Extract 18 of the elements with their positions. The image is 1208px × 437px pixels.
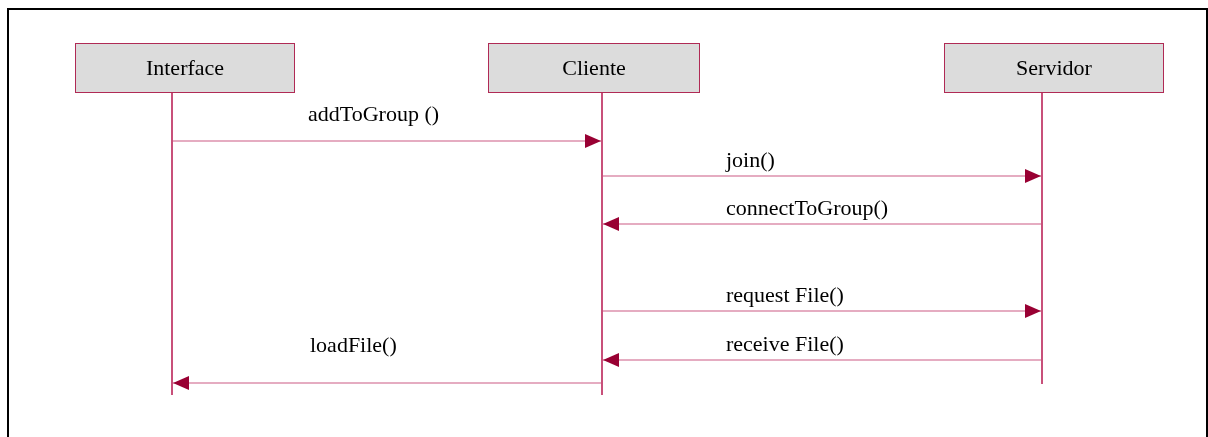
- lifeline: [601, 92, 603, 395]
- message-label: join(): [726, 148, 775, 172]
- message-label: loadFile(): [310, 333, 397, 357]
- message-label: addToGroup (): [308, 102, 440, 126]
- message-label: request File(): [726, 283, 844, 307]
- message-arrow: [602, 169, 1042, 183]
- message-label: receive File(): [726, 332, 844, 356]
- participant-box: Servidor: [944, 43, 1164, 93]
- lifeline: [171, 92, 173, 395]
- message-arrow: [602, 217, 1042, 231]
- lifeline: [1041, 92, 1043, 384]
- message-arrow: [172, 134, 602, 148]
- participant-box: Cliente: [488, 43, 700, 93]
- message-arrow: [602, 353, 1042, 367]
- message-label: connectToGroup(): [726, 196, 889, 220]
- message-arrow: [172, 376, 602, 390]
- message-arrow: [602, 304, 1042, 318]
- participant-box: Interface: [75, 43, 295, 93]
